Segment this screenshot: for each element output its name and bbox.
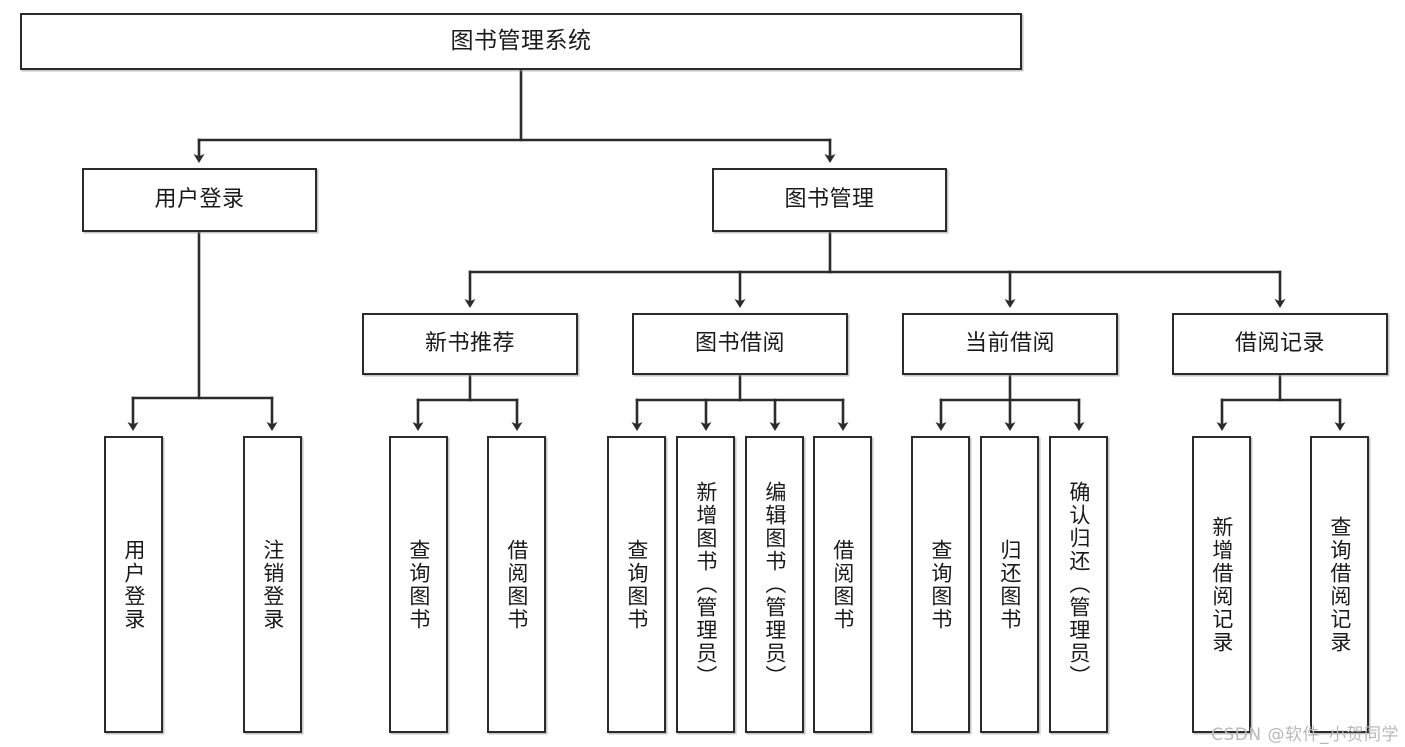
node-label: 查询图书 bbox=[406, 538, 431, 631]
leaf-book-borrow-edit-book-admin[interactable]: 编辑图书（管理员） bbox=[745, 436, 804, 733]
leaf-new-book-borrow-book[interactable]: 借阅图书 bbox=[487, 436, 546, 733]
leaf-borrow-records-query-record[interactable]: 查询借阅记录 bbox=[1310, 436, 1369, 733]
leaf-new-book-query-book[interactable]: 查询图书 bbox=[389, 436, 448, 733]
node-current-borrow[interactable]: 当前借阅 bbox=[902, 313, 1118, 375]
leaf-book-borrow-add-book-admin[interactable]: 新增图书（管理员） bbox=[676, 436, 735, 733]
node-label: 用户登录 bbox=[121, 538, 146, 631]
node-label: 新书推荐 bbox=[424, 330, 515, 356]
node-label: 查询图书 bbox=[928, 538, 953, 631]
leaf-book-borrow-query-book[interactable]: 查询图书 bbox=[607, 436, 666, 733]
node-root-book-management-system[interactable]: 图书管理系统 bbox=[20, 13, 1022, 70]
leaf-current-borrow-confirm-return-admin[interactable]: 确认归还（管理员） bbox=[1049, 436, 1108, 733]
node-label: 注销登录 bbox=[260, 538, 285, 631]
node-label: 查询借阅记录 bbox=[1327, 515, 1352, 654]
leaf-book-borrow-borrow-book[interactable]: 借阅图书 bbox=[813, 436, 872, 733]
node-label: 借阅图书 bbox=[504, 538, 529, 631]
node-label: 编辑图书（管理员） bbox=[762, 481, 787, 688]
node-label: 当前借阅 bbox=[964, 330, 1055, 356]
node-user-login[interactable]: 用户登录 bbox=[82, 168, 317, 232]
node-label: 新增借阅记录 bbox=[1209, 515, 1234, 654]
leaf-current-borrow-return-book[interactable]: 归还图书 bbox=[980, 436, 1039, 733]
node-label: 归还图书 bbox=[997, 538, 1022, 631]
node-label: 图书管理 bbox=[784, 186, 875, 212]
node-borrow-records[interactable]: 借阅记录 bbox=[1172, 313, 1388, 375]
node-book-borrow[interactable]: 图书借阅 bbox=[632, 313, 848, 375]
leaf-user-login-login[interactable]: 用户登录 bbox=[104, 436, 163, 733]
leaf-borrow-records-add-record[interactable]: 新增借阅记录 bbox=[1192, 436, 1251, 733]
node-label: 借阅图书 bbox=[830, 538, 855, 631]
node-label: 用户登录 bbox=[154, 186, 245, 212]
node-label: 确认归还（管理员） bbox=[1066, 481, 1091, 688]
csdn-watermark: CSDN @软件_小贺同学 bbox=[1211, 725, 1399, 745]
leaf-current-borrow-query-book[interactable]: 查询图书 bbox=[911, 436, 970, 733]
node-label: 借阅记录 bbox=[1234, 330, 1325, 356]
node-book-management[interactable]: 图书管理 bbox=[712, 168, 947, 232]
node-label: 图书管理系统 bbox=[450, 27, 592, 54]
node-label: 新增图书（管理员） bbox=[693, 481, 718, 688]
node-label: 图书借阅 bbox=[694, 330, 785, 356]
node-label: 查询图书 bbox=[624, 538, 649, 631]
node-new-book-recommend[interactable]: 新书推荐 bbox=[362, 313, 578, 375]
leaf-user-login-logout[interactable]: 注销登录 bbox=[243, 436, 302, 733]
